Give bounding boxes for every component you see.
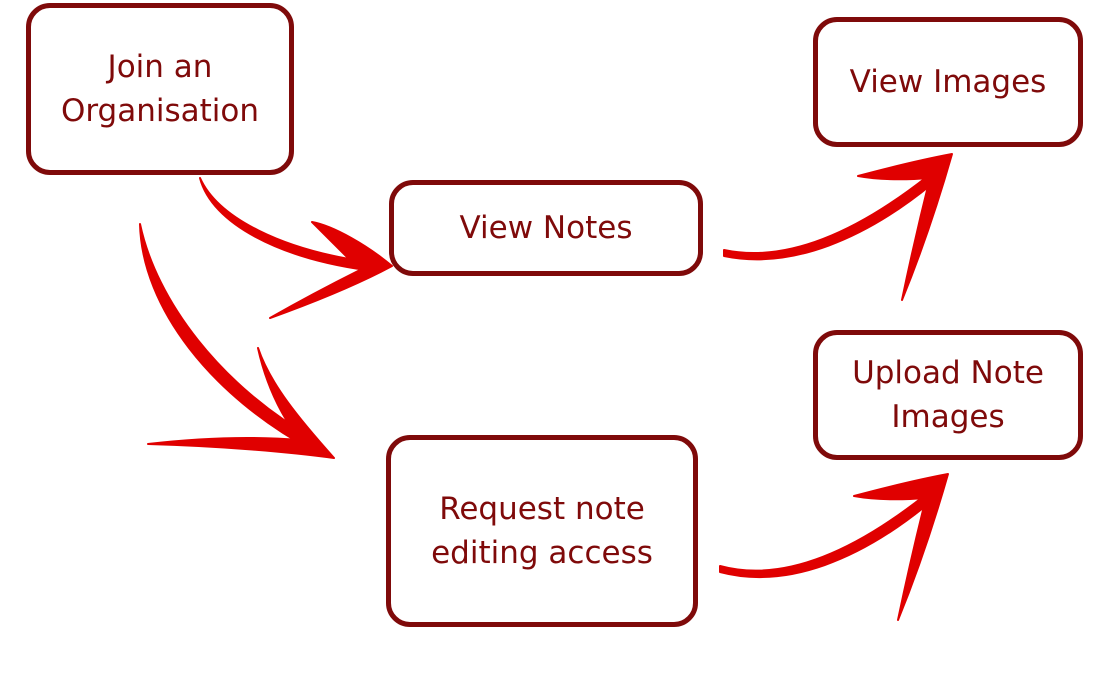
arrowhead-upload [853, 473, 949, 621]
node-label-line: Request note [439, 491, 645, 527]
node-view-notes: View Notes [389, 180, 703, 276]
node-label-line: editing access [431, 535, 653, 571]
arrowhead-request [147, 347, 335, 459]
node-label-line: Join an [107, 49, 213, 85]
node-label-line: View Notes [459, 210, 633, 246]
arrow-join-to-view-notes [199, 177, 369, 271]
arrowhead-view-images [857, 153, 953, 301]
node-upload-note-images: Upload Note Images [813, 330, 1083, 460]
arrowhead-view-notes [269, 221, 393, 319]
node-label: Request note editing access [431, 487, 653, 575]
node-label: Upload Note Images [852, 351, 1044, 439]
node-view-images: View Images [813, 17, 1083, 147]
node-label-line: View Images [849, 64, 1047, 100]
arrow-view-notes-to-view-images [723, 175, 933, 261]
node-label-line: Images [891, 399, 1005, 435]
node-label: View Images [850, 60, 1047, 104]
arrow-request-to-upload [719, 495, 929, 579]
node-request-editing-access: Request note editing access [386, 435, 698, 627]
node-join-organisation: Join an Organisation [26, 3, 294, 175]
node-label: View Notes [460, 206, 633, 250]
node-label-line: Upload Note [852, 355, 1044, 391]
node-label-line: Organisation [60, 93, 260, 129]
node-label: Join an Organisation [61, 45, 259, 133]
